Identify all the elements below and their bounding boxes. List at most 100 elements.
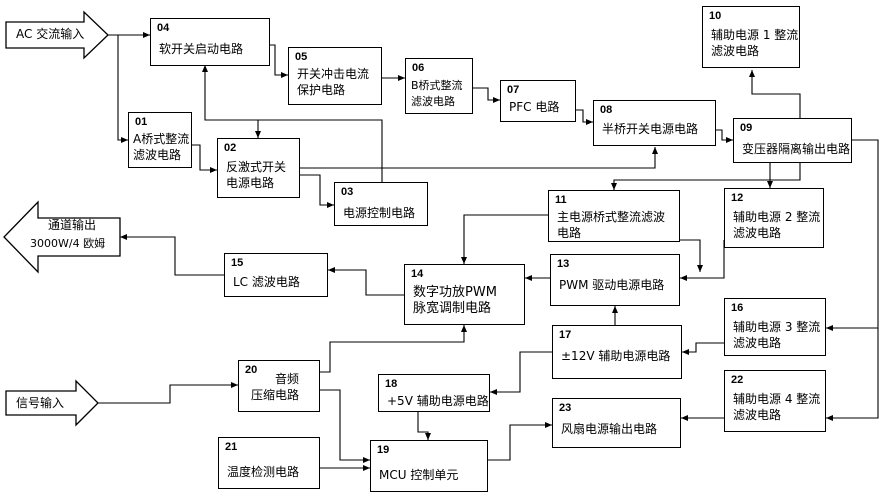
block-11-main-bridge-rectifier: 11 主电源桥式整流滤波 电路: [548, 190, 680, 242]
block-number: 12: [731, 192, 744, 204]
line-15-to-output: [120, 234, 224, 276]
block-number: 17: [559, 329, 572, 341]
block-13-pwm-driver-supply: 13 PWM 驱动电源电路: [550, 254, 680, 306]
line-12-to-13: [680, 240, 725, 281]
line-16-to-17: [682, 342, 724, 355]
line-11-side: [680, 239, 703, 272]
block-14-digital-amp-pwm: 14 数字功放PWM 脉宽调制电路: [404, 264, 525, 325]
block-number: 09: [740, 122, 753, 134]
line-09-to-10: [749, 70, 801, 118]
line-18-to-19: [417, 412, 431, 440]
block-number: 18: [385, 378, 398, 390]
line-signal-to-20: [98, 382, 238, 404]
block-01-a-bridge-rectifier: 01 A桥式整流 滤波电路: [128, 112, 192, 168]
block-label: B桥式整流 滤波电路: [411, 79, 463, 108]
block-17-12v-aux-supply: 17 ±12V 辅助电源电路: [552, 325, 682, 379]
block-03-power-control: 03 电源控制电路: [334, 182, 428, 226]
block-label: 反激式开关 电源电路: [226, 160, 287, 190]
block-05-inrush-protection: 05 开关冲击电流 保护电路: [288, 47, 382, 105]
line-03-to-04: [202, 65, 383, 182]
ac-input-label: AC 交流输入: [16, 27, 85, 41]
block-number: 02: [224, 142, 237, 154]
block-label: 变压器隔离输出电路: [742, 142, 851, 156]
block-22-aux-supply-4: 22 辅助电源 4 整流 滤波电路: [724, 370, 826, 432]
output-label-line2: 3000W/4 欧姆: [30, 237, 106, 250]
block-20-audio-compression: 20 音频 压缩电路: [238, 360, 320, 412]
line-11-to-14: [461, 214, 548, 264]
block-label: 音频 压缩电路: [251, 372, 300, 402]
line-08-to-09: [716, 129, 733, 143]
block-label: 温度检测电路: [227, 465, 300, 479]
block-12-aux-supply-2: 12 辅助电源 2 整流 滤波电路: [724, 188, 824, 248]
block-label: A桥式整流 滤波电路: [133, 132, 190, 162]
block-23-fan-supply-output: 23 风扇电源输出电路: [552, 398, 681, 448]
block-label: 半桥开关电源电路: [602, 122, 699, 136]
line-ac-to-01: [117, 35, 128, 143]
block-number: 06: [412, 62, 425, 74]
line-02-to-03: [300, 174, 334, 208]
block-label: 辅助电源 4 整流 滤波电路: [733, 392, 821, 422]
block-10-aux-supply-1: 10 辅助电源 1 整流 滤波电路: [702, 6, 800, 68]
block-08-half-bridge-smps: 08 半桥开关电源电路: [593, 100, 716, 146]
line-07-to-08: [576, 109, 593, 125]
block-04-soft-start: 04 软开关启动电路: [150, 18, 270, 66]
signal-input-label: 信号输入: [16, 396, 65, 410]
block-number: 10: [709, 10, 722, 22]
block-number: 16: [731, 302, 744, 314]
block-label: MCU 控制单元: [379, 468, 459, 482]
output-arrow: [3, 200, 121, 274]
block-label: 开关冲击电流 保护电路: [297, 67, 370, 97]
block-02-flyback-smps: 02 反激式开关 电源电路: [217, 138, 300, 198]
block-16-aux-supply-3: 16 辅助电源 3 整流 滤波电路: [724, 298, 826, 356]
block-number: 20: [245, 364, 258, 376]
block-label: 主电源桥式整流滤波 电路: [557, 210, 666, 240]
block-label: ±12V 辅助电源电路: [561, 349, 671, 363]
block-number: 23: [559, 402, 572, 414]
block-number: 05: [295, 51, 308, 63]
line-09-to-11: [611, 163, 801, 190]
block-number: 22: [731, 374, 744, 386]
signal-input-arrow: [5, 379, 99, 427]
block-label: 电源控制电路: [343, 206, 416, 220]
block-number: 01: [135, 116, 148, 128]
block-07-pfc: 07 PFC 电路: [500, 80, 576, 122]
block-number: 15: [231, 257, 244, 269]
block-19-mcu-control: 19 MCU 控制单元: [370, 440, 488, 492]
block-label: 风扇电源输出电路: [561, 422, 658, 436]
line-19-to-23: [488, 422, 552, 461]
block-label: 数字功放PWM 脉宽调制电路: [413, 285, 497, 316]
block-label: LC 滤波电路: [233, 275, 300, 289]
block-number: 08: [600, 104, 613, 116]
block-label: +5V 辅助电源电路: [387, 394, 489, 408]
block-number: 07: [507, 84, 520, 96]
block-number: 04: [157, 22, 170, 34]
line-20-to-19: [320, 389, 370, 463]
block-number: 21: [225, 441, 238, 453]
block-number: 14: [411, 268, 424, 280]
block-number: 19: [377, 444, 390, 456]
block-06-b-bridge-rectifier: 06 B桥式整流 滤波电路: [405, 58, 473, 114]
line-04-to-05: [270, 44, 288, 78]
block-label: PFC 电路: [509, 100, 560, 114]
block-number: 11: [555, 194, 567, 206]
block-label: 辅助电源 3 整流 滤波电路: [733, 320, 821, 350]
block-label: 辅助电源 1 整流 滤波电路: [711, 28, 799, 58]
block-15-lc-filter: 15 LC 滤波电路: [224, 253, 328, 297]
block-label: 辅助电源 2 整流 滤波电路: [733, 210, 821, 240]
block-18-5v-aux-supply: 18 +5V 辅助电源电路: [378, 374, 490, 412]
line-09-to-22: [826, 328, 879, 421]
block-09-transformer-isolation: 09 变压器隔离输出电路: [733, 118, 852, 163]
ac-input-arrow: [5, 10, 109, 60]
line-17-to-18: [490, 351, 552, 395]
line-06-to-07: [473, 87, 500, 103]
line-01-to-02: [192, 144, 217, 173]
line-09-to-16: [826, 139, 879, 331]
line-20-to-14: [320, 325, 467, 373]
block-number: 13: [557, 258, 570, 270]
output-label-line1: 通道输出: [48, 218, 97, 232]
block-label: 软开关启动电路: [159, 42, 244, 56]
line-02-to-08: [300, 147, 658, 169]
block-number: 03: [341, 186, 354, 198]
line-14-to-15: [328, 267, 404, 296]
